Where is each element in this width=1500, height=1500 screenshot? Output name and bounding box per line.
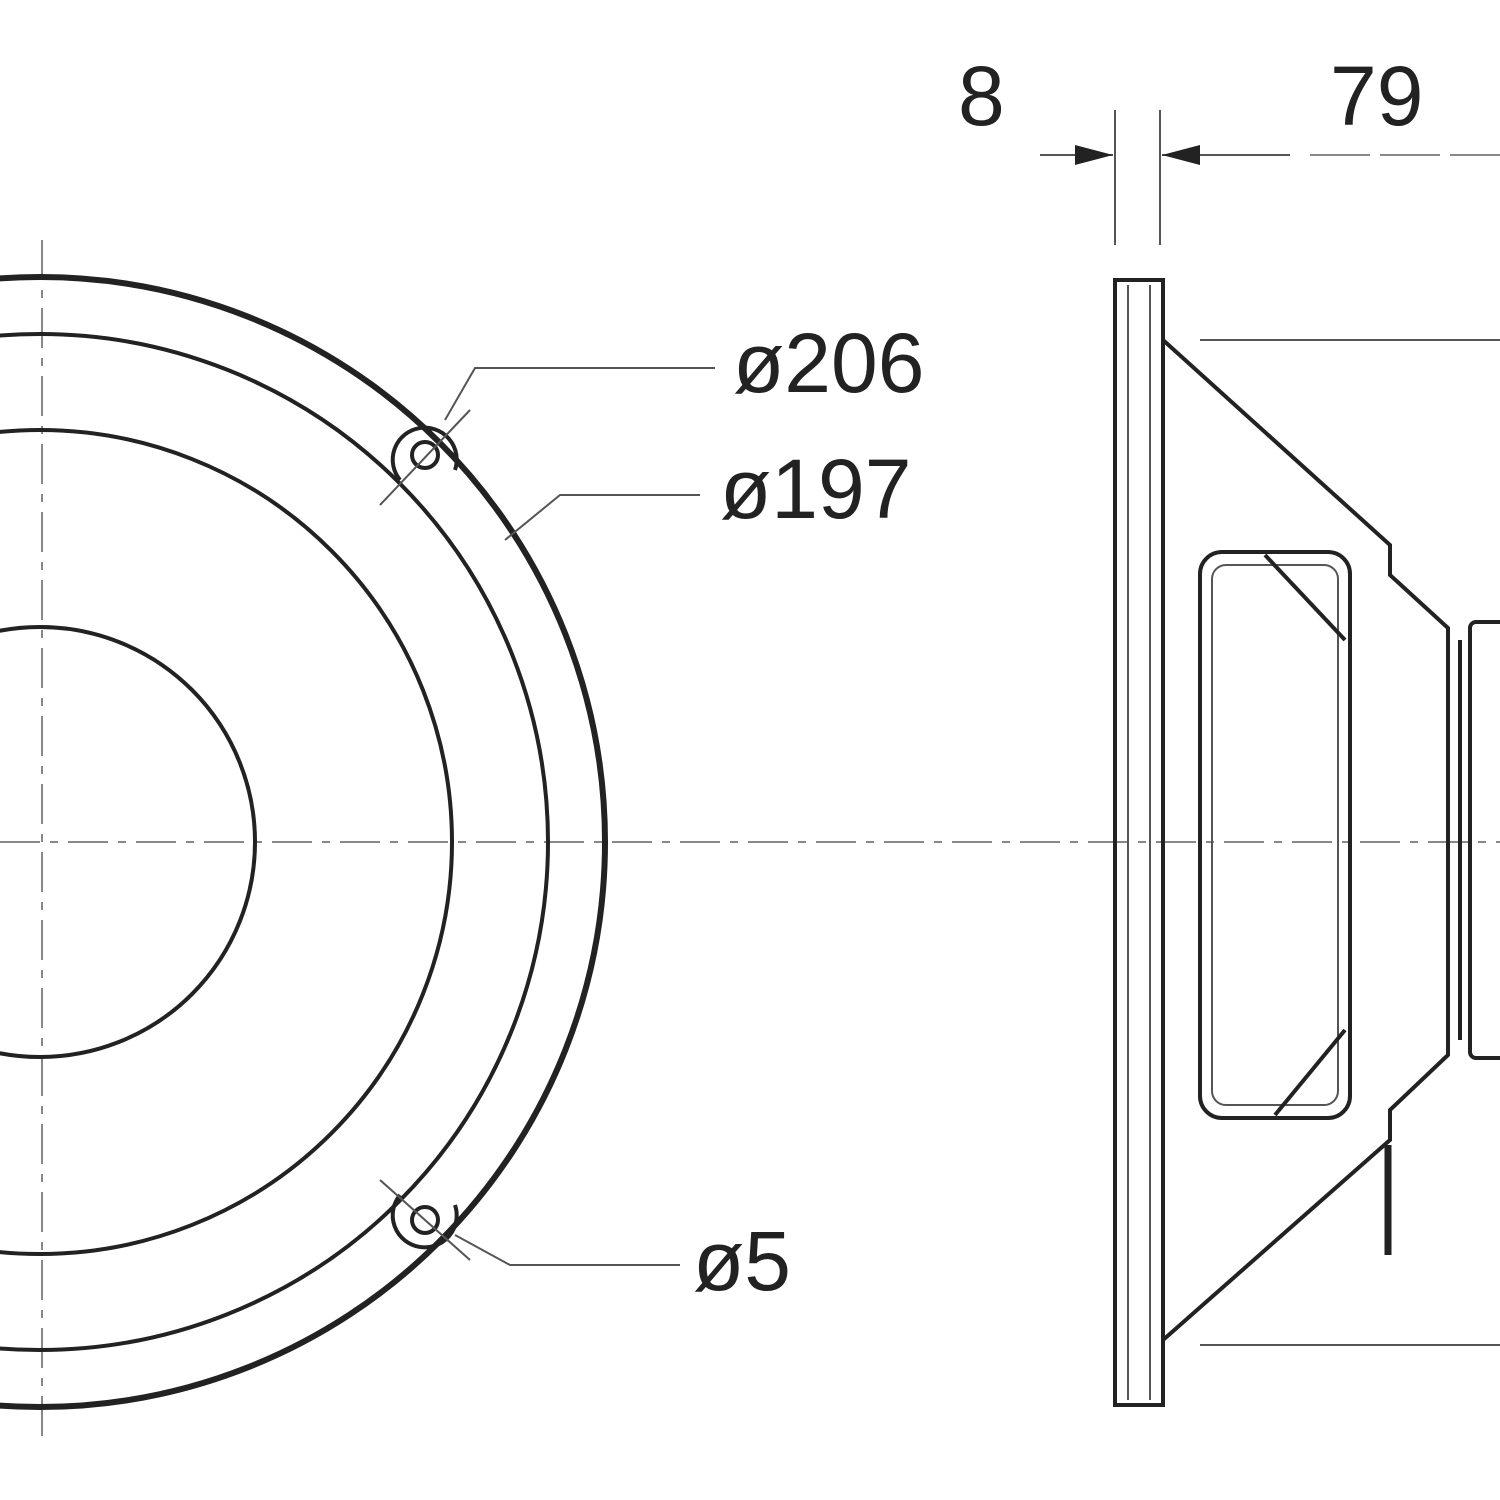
mounting-hole-bottom xyxy=(379,1179,471,1261)
basket-profile xyxy=(1161,338,1450,1342)
label-hole-diameter: ø5 xyxy=(693,1214,791,1308)
flange xyxy=(1113,278,1165,1407)
back-plate xyxy=(1468,620,1500,1060)
label-cutout-diameter: ø197 xyxy=(720,442,911,536)
frame-circle xyxy=(0,332,550,1352)
label-outer-diameter: ø206 xyxy=(733,316,924,410)
cone-circle xyxy=(0,625,257,1059)
label-flange-thickness: 8 xyxy=(958,49,1005,143)
outer-rim xyxy=(0,274,608,1410)
label-depth: 79 xyxy=(1330,49,1423,143)
leader-5 xyxy=(454,1234,680,1266)
side-view: 8 79 xyxy=(958,49,1500,1407)
magnet xyxy=(1198,550,1352,1120)
leader-206 xyxy=(444,367,715,421)
surround-circle xyxy=(0,428,454,1256)
leader-197 xyxy=(504,494,700,541)
front-view: ø206 ø197 ø5 xyxy=(0,240,1500,1445)
mounting-hole-top xyxy=(379,409,471,506)
